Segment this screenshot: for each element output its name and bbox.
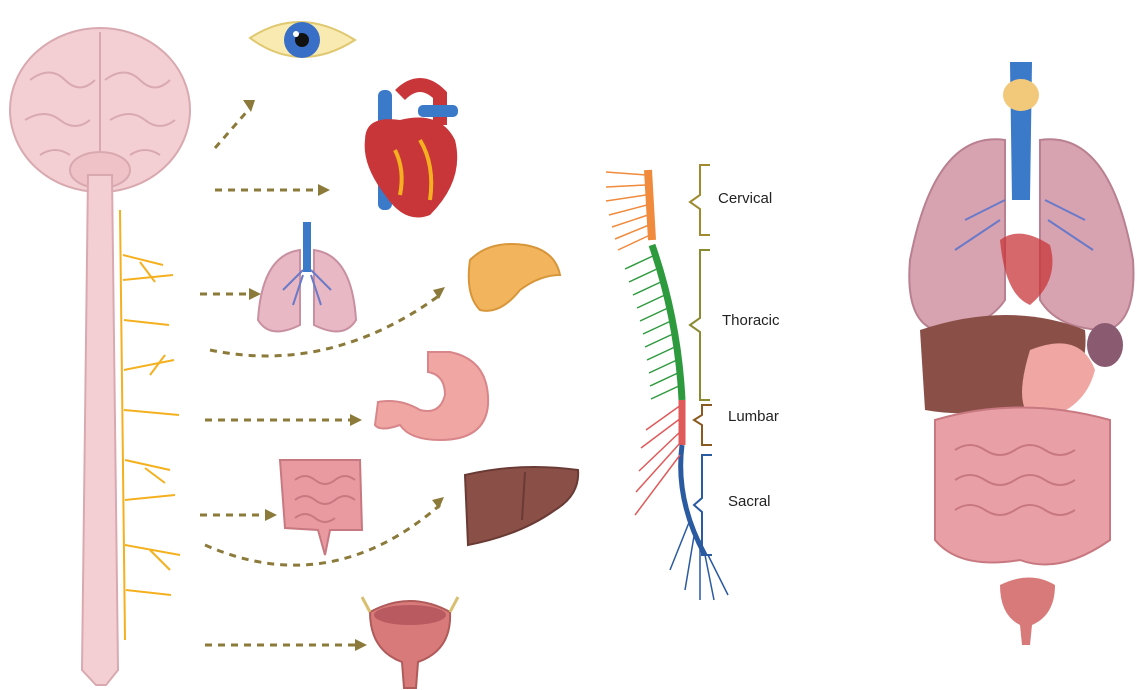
thoracic-label: Thoracic xyxy=(722,312,780,329)
liver-icon xyxy=(465,467,578,545)
lumbar-label: Lumbar xyxy=(728,408,779,425)
intestines-icon xyxy=(280,460,362,555)
arrow-to-eye xyxy=(215,108,250,148)
lungs-icon xyxy=(258,222,356,331)
cervical-label: Cervical xyxy=(718,190,772,207)
spinal-brackets xyxy=(690,165,712,555)
brain-icon xyxy=(10,28,190,192)
lumbar-bracket xyxy=(694,405,712,445)
spinal-cord-stem xyxy=(82,175,118,685)
torso-organs-icon xyxy=(909,62,1133,645)
cervical-bracket xyxy=(690,165,710,235)
bladder-icon xyxy=(362,597,458,688)
thoracic-bracket xyxy=(690,250,710,400)
sacral-label: Sacral xyxy=(728,493,771,510)
heart-icon xyxy=(365,85,458,218)
sympathetic-nerves xyxy=(120,210,180,640)
eye-icon xyxy=(250,22,355,58)
cervical-segment xyxy=(648,170,652,240)
stomach-icon xyxy=(375,352,488,440)
pancreas-icon xyxy=(469,244,560,311)
